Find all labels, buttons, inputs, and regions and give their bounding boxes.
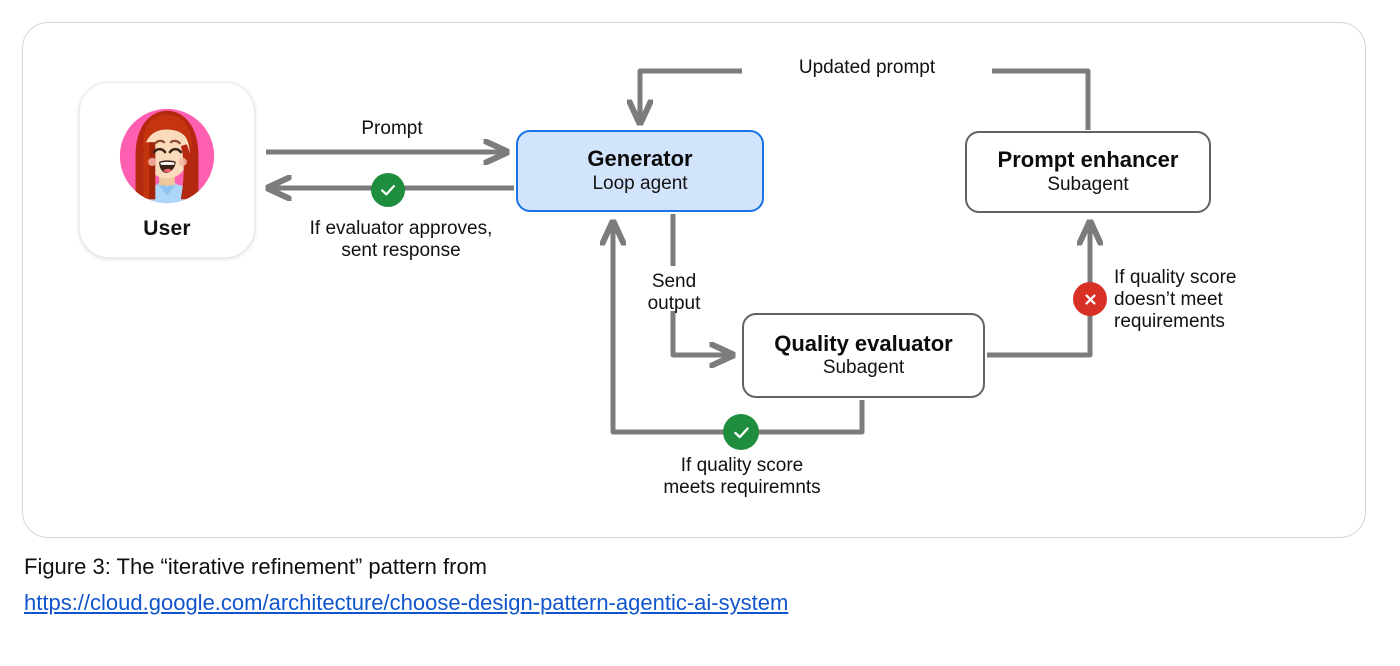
edge-label-updated-prompt: Updated prompt [745,57,989,80]
woman-avatar-icon [119,108,215,204]
figure-caption-text: Figure 3: The “iterative refinement” pat… [24,554,488,579]
node-quality-evaluator[interactable]: Quality evaluator Subagent [742,313,985,398]
edge-label-prompt: Prompt [361,118,423,139]
check-icon [723,414,759,450]
edge-label-evaluator-approves: If evaluator approves, sent response [309,218,493,262]
node-generator-title: Generator [587,146,693,172]
edge-label-send-output: Send output [647,271,701,315]
edge-label-quality-not-met: If quality score doesn’t meet requiremen… [1114,267,1237,333]
node-prompt-enhancer-subtitle: Subagent [1047,173,1129,195]
node-generator[interactable]: Generator Loop agent [516,130,764,212]
node-prompt-enhancer[interactable]: Prompt enhancer Subagent [965,131,1211,213]
x-icon [1073,282,1107,316]
edge-label-quality-met: If quality score meets requiremnts [663,455,821,499]
node-quality-evaluator-title: Quality evaluator [774,330,953,356]
node-prompt-enhancer-title: Prompt enhancer [997,147,1179,173]
node-generator-subtitle: Loop agent [592,172,688,194]
figure-caption: Figure 3: The “iterative refinement” pat… [24,551,1364,619]
user-card: User [79,82,255,258]
user-label: User [143,217,191,240]
figure-source-link[interactable]: https://cloud.google.com/architecture/ch… [24,589,789,615]
check-icon [371,173,405,207]
node-quality-evaluator-subtitle: Subagent [822,357,905,379]
